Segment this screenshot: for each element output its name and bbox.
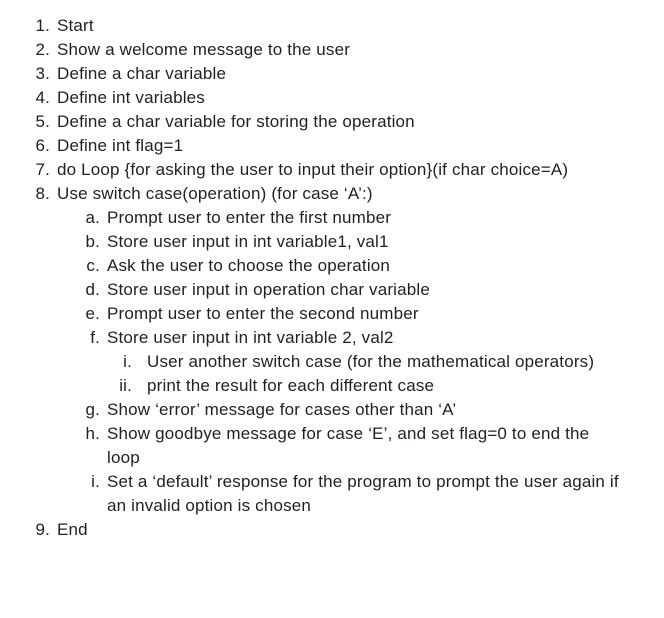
- outline-item: f. Store user input in int variable 2, va…: [0, 326, 664, 350]
- outline-item-text: Define int variables: [57, 88, 205, 107]
- outline-item: 3. Define a char variable: [0, 62, 664, 86]
- outline-item-marker: 5.: [35, 112, 50, 131]
- outline-item-marker: a.: [85, 208, 100, 227]
- outline-item: 8. Use switch case(operation) (for case ‘…: [0, 182, 664, 206]
- outline-item-marker: f.: [90, 328, 100, 347]
- outline-item-marker: e.: [85, 304, 100, 323]
- outline-item-text: Set a ‘default’ response for the program…: [107, 472, 619, 515]
- outline-item-text: Show goodbye message for case ‘E’, and s…: [107, 424, 590, 467]
- outline-item-marker: 6.: [35, 136, 50, 155]
- outline-item: 6. Define int flag=1: [0, 134, 664, 158]
- outline-item-text: Ask the user to choose the operation: [107, 256, 391, 275]
- outline-item: g. Show ‘error’ message for cases other t…: [0, 398, 664, 422]
- outline-item: e. Prompt user to enter the second number: [0, 302, 664, 326]
- outline-item: 7. do Loop {for asking the user to input …: [0, 158, 664, 182]
- outline-item: 9. End: [0, 518, 664, 542]
- outline-item-marker: i.: [91, 472, 100, 491]
- outline-item: d. Store user input in operation char var…: [0, 278, 664, 302]
- outline-item-marker: h.: [85, 424, 100, 443]
- outline-item-marker: ii.: [119, 376, 132, 395]
- outline-item-text: Define a char variable for storing the o…: [57, 112, 415, 131]
- outline-item-text: Start: [57, 16, 94, 35]
- outline-item-text: Show a welcome message to the user: [57, 40, 351, 59]
- outline-item-text: Store user input in int variable 2, val2: [107, 328, 394, 347]
- outline-item-text: Prompt user to enter the second number: [107, 304, 419, 323]
- outline-item-marker: 9.: [35, 520, 50, 539]
- outline-item: c. Ask the user to choose the operation: [0, 254, 664, 278]
- outline-item-marker: 8.: [35, 184, 50, 203]
- outline-item: 4. Define int variables: [0, 86, 664, 110]
- outline-item-text: print the result for each different case: [147, 376, 435, 395]
- outline-item-marker: 7.: [35, 160, 50, 179]
- outline-item-marker: 1.: [35, 16, 50, 35]
- outline-item-marker: g.: [85, 400, 100, 419]
- outline-item-marker: c.: [86, 256, 100, 275]
- outline-item-marker: b.: [85, 232, 100, 251]
- outline-item-text: Store user input in int variable1, val1: [107, 232, 389, 251]
- outline-item: a. Prompt user to enter the first number: [0, 206, 664, 230]
- outline-item: ii. print the result for each different c…: [0, 374, 664, 398]
- outline-item-text: Store user input in operation char varia…: [107, 280, 430, 299]
- outline-item: i. User another switch case (for the math…: [0, 350, 664, 374]
- outline-item-text: End: [57, 520, 88, 539]
- outline-item-text: do Loop {for asking the user to input th…: [57, 160, 569, 179]
- outline-item: 1. Start: [0, 14, 664, 38]
- outline-item: h. Show goodbye message for case ‘E’, and…: [0, 422, 664, 470]
- outline-item: b. Store user input in int variable1, val…: [0, 230, 664, 254]
- outline-item-text: Define int flag=1: [57, 136, 184, 155]
- outline-item: 5. Define a char variable for storing the…: [0, 110, 664, 134]
- outline-item: 2. Show a welcome message to the user: [0, 38, 664, 62]
- outline-item-marker: 4.: [35, 88, 50, 107]
- outline-item-marker: d.: [85, 280, 100, 299]
- outline-item-marker: 3.: [35, 64, 50, 83]
- outline-item-text: User another switch case (for the mathem…: [147, 352, 595, 371]
- outline-item-text: Prompt user to enter the first number: [107, 208, 392, 227]
- outline-item-marker: i.: [123, 352, 132, 371]
- outline-item: i. Set a ‘default’ response for the progr…: [0, 470, 664, 518]
- outline-item-text: Define a char variable: [57, 64, 227, 83]
- outline-item-text: Use switch case(operation) (for case ‘A’…: [57, 184, 373, 203]
- outline-item-marker: 2.: [35, 40, 50, 59]
- outline-item-text: Show ‘error’ message for cases other tha…: [107, 400, 457, 419]
